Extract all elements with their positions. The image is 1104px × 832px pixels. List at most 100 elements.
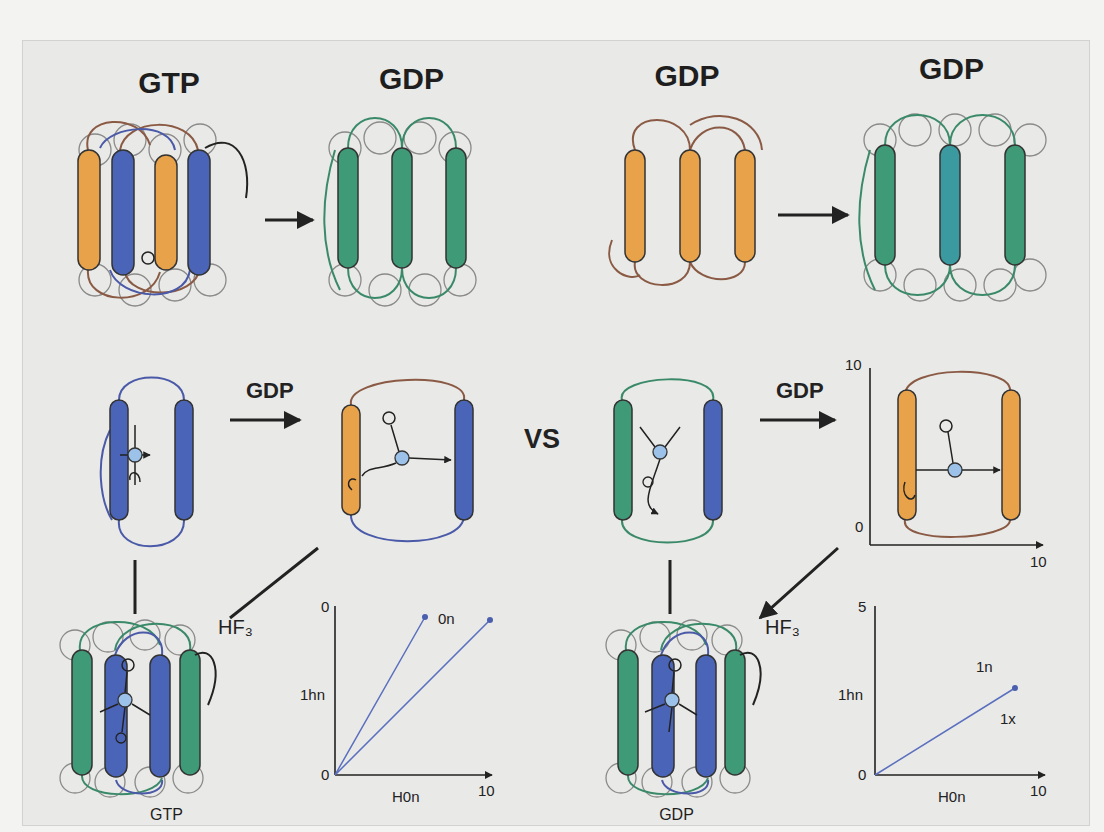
illustration-path: [859, 115, 1015, 295]
protein-state: GTP: [75, 62, 263, 310]
illustration-rect: [188, 150, 210, 275]
illustration-path: [409, 458, 451, 460]
axis-label: 5: [858, 598, 866, 615]
illustration-circle: [653, 445, 667, 459]
illustration-rect: [1005, 145, 1025, 265]
illustration-path: [205, 143, 247, 198]
transition-arrow: [265, 219, 313, 222]
illustration-path: [875, 606, 1045, 775]
illustration-path: [87, 122, 200, 298]
illustration-path: [135, 548, 838, 618]
illustration-rect: [72, 650, 92, 775]
illustration-rect: [680, 150, 700, 262]
illustration-path: [622, 379, 714, 542]
axis-label: 1n: [976, 658, 993, 675]
illustration-path: [335, 606, 492, 775]
illustration-path: [875, 688, 1015, 775]
illustration-rect: [446, 148, 466, 268]
illustration-g: [864, 114, 1046, 301]
illustration-circle: [409, 274, 441, 306]
illustration-path: [130, 473, 140, 482]
protein-state: GDP: [598, 55, 776, 285]
illustration-rect: [455, 400, 473, 520]
illustration-rect: [898, 390, 916, 520]
axis-label: 1x: [1000, 710, 1016, 727]
illustration-path: [351, 515, 464, 541]
illustration-circle: [669, 659, 681, 671]
illustration-rect: [110, 400, 128, 520]
axis-label: 0: [321, 598, 329, 615]
illustration-circle: [665, 693, 679, 707]
illustration-circle: [364, 122, 396, 154]
illustration-path: [626, 622, 736, 794]
illustration-circle: [948, 463, 962, 477]
illustration-circle: [1012, 685, 1018, 691]
illustration-path: [962, 469, 1000, 471]
illustration-rect: [338, 148, 358, 268]
illustration-rect: [150, 655, 170, 777]
illustration-rect: [725, 650, 745, 775]
illustration-circle: [395, 451, 409, 465]
illustration-rect: [625, 150, 645, 262]
illustration-path: [195, 653, 216, 705]
illustration-rect: [78, 150, 100, 270]
illustration-rect: [112, 150, 134, 275]
state-heading: GTP: [75, 66, 263, 100]
illustration-g: [60, 620, 203, 797]
illustration-rect: [704, 400, 722, 520]
illustration-path: [870, 368, 1043, 545]
illustration-path: [351, 380, 464, 405]
axis-label: 0: [321, 766, 329, 783]
illustration-path: [101, 378, 184, 547]
axis-label: 10: [845, 356, 862, 373]
illustration-circle: [122, 659, 134, 671]
state-heading: GDP: [850, 52, 1053, 86]
illustration-rect: [875, 145, 895, 265]
illustration-path: [120, 425, 150, 485]
illustration-path: [740, 653, 761, 705]
illustration-circle: [116, 733, 126, 743]
axis-label: 10: [1030, 553, 1047, 570]
illustration-path: [230, 419, 300, 422]
illustration-rect: [696, 655, 716, 777]
illustration-g: [79, 124, 226, 306]
axis-label: HF₃: [765, 616, 800, 639]
illustration-path: [335, 617, 490, 775]
axis-label: HF₃: [218, 616, 253, 639]
illustration-rect: [618, 650, 638, 775]
illustration-rect: [735, 150, 755, 262]
illustration-circle: [899, 114, 931, 146]
illustration-rect: [614, 400, 632, 520]
illustration-g: [606, 620, 750, 797]
illustration-circle: [142, 252, 154, 264]
state-heading: GDP: [575, 806, 778, 824]
axis-label: H0n: [392, 788, 420, 805]
arrow-label: GDP: [776, 378, 824, 403]
illustration-circle: [940, 420, 952, 432]
illustration-circle: [444, 264, 476, 296]
illustration-path: [100, 672, 150, 732]
protein-state: GDP: [575, 628, 778, 826]
axis-label: 10: [1030, 782, 1047, 799]
state-heading: GDP: [315, 62, 508, 96]
arrow-label: VS: [524, 424, 560, 455]
axis-label: 0: [858, 766, 866, 783]
axis-label: 0n: [438, 610, 455, 627]
protein-state: GDP: [850, 48, 1053, 310]
illustration-circle: [422, 614, 428, 620]
transition-arrow: [778, 214, 848, 217]
state-heading: GDP: [598, 59, 776, 93]
illustration-path: [100, 129, 190, 294]
illustration-circle: [979, 114, 1011, 146]
illustration-circle: [128, 448, 142, 462]
illustration-circle: [904, 269, 936, 301]
arrow-label: GDP: [246, 378, 294, 403]
illustration-circle: [383, 412, 395, 424]
illustration-rect: [175, 400, 193, 520]
illustration-circle: [643, 477, 653, 487]
illustration-circle: [159, 269, 191, 301]
illustration-rect: [342, 405, 360, 515]
illustration-path: [640, 427, 680, 514]
illustration-circle: [984, 269, 1016, 301]
